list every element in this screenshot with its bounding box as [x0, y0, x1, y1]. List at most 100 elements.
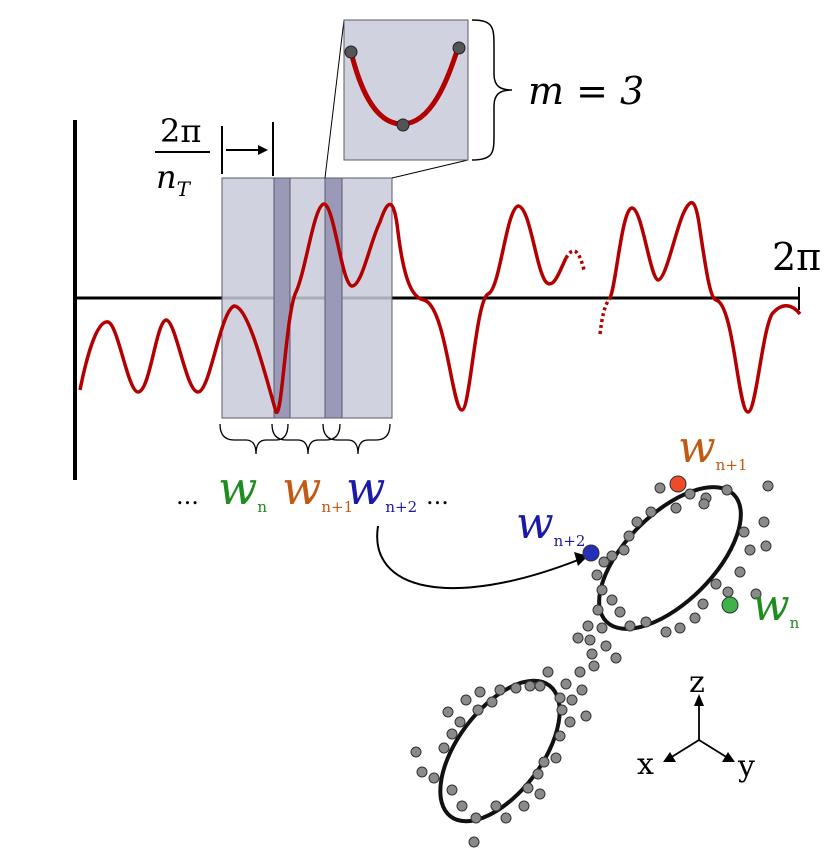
- attractor-point: [592, 604, 604, 616]
- attractor-point: [734, 566, 746, 578]
- attractor-point: [670, 502, 682, 514]
- zoom-sample-1: [344, 45, 358, 59]
- step-denominator: nT: [156, 158, 192, 201]
- point-label-w-n2: wn+2: [516, 498, 585, 550]
- attractor-point: [596, 584, 608, 596]
- signal-curve-right: [608, 201, 802, 414]
- attractor-point: [534, 788, 546, 800]
- attractor-point: [640, 616, 652, 628]
- attractor-point: [454, 716, 466, 728]
- attractor-point: [522, 782, 534, 794]
- attractor-point: [564, 716, 576, 728]
- x-axis-head: [663, 752, 676, 762]
- z-axis-head: [694, 694, 704, 706]
- attractor-point: [446, 728, 458, 740]
- x-axis-line: [669, 739, 700, 759]
- attractor-point: [660, 626, 672, 638]
- attractor-point: [416, 766, 428, 778]
- attractor-point: [500, 812, 512, 824]
- window-labels: ... wn wn+1 wn+2 ...: [176, 461, 449, 516]
- attractor-point: [554, 692, 566, 704]
- sliding-windows: [221, 177, 393, 419]
- ellipsis-left: ...: [176, 482, 199, 510]
- attractor-point: [600, 640, 612, 652]
- attractor-point: [446, 784, 458, 796]
- step-numerator: 2π: [160, 112, 201, 150]
- attractor-point: [610, 652, 622, 664]
- zoom-inset: m = 3: [324, 19, 644, 179]
- signal-curve-dotted-1: [564, 249, 586, 271]
- zoom-sample-3: [452, 41, 466, 55]
- signal-curve-dotted-2: [598, 296, 612, 335]
- time-axes: [73, 120, 800, 480]
- attractor-point: [750, 588, 762, 600]
- attractor-point: [584, 634, 596, 646]
- window-step-label: 2π nT: [155, 112, 274, 201]
- attractor-point: [472, 704, 484, 716]
- attractor-point: [410, 746, 422, 758]
- attractor-point: [606, 550, 618, 562]
- attractor-point: [518, 800, 530, 812]
- attractor-point: [468, 836, 480, 848]
- attractor-point: [618, 544, 630, 556]
- attractor-point: [580, 710, 592, 722]
- attractor-point: [550, 752, 562, 764]
- attractor-point: [588, 660, 600, 672]
- attractor-point: [532, 768, 544, 780]
- x-axis-label: x: [637, 747, 654, 782]
- attractor-point: [762, 480, 774, 492]
- zoom-brace: [471, 19, 513, 161]
- attractor-point: [738, 526, 750, 538]
- label-w-n: wn: [218, 461, 267, 516]
- attractor-point: [631, 516, 643, 528]
- attractor-point: [596, 622, 608, 634]
- attractor-point: [698, 498, 710, 510]
- point-w-n: [721, 596, 739, 614]
- attractor-point: [574, 666, 586, 678]
- signal: [78, 201, 802, 414]
- window-overlap-2: [324, 177, 343, 419]
- attractor-point: [744, 544, 756, 556]
- point-label-w-n: wn: [752, 580, 800, 632]
- attractor-point: [556, 704, 568, 716]
- embedding-dimension-label: m = 3: [528, 69, 644, 113]
- attractor-point: [760, 540, 772, 552]
- attractor-point: [721, 484, 733, 496]
- y-axis-line: [698, 739, 729, 759]
- attractor-point: [684, 488, 696, 500]
- attractor-point: [490, 800, 502, 812]
- label-w-n1: wn+1: [282, 461, 353, 516]
- attractor-point: [566, 694, 578, 706]
- zoom-sample-2: [396, 118, 410, 132]
- attractor-point: [645, 506, 657, 518]
- attractor-point: [560, 678, 572, 690]
- attractor-point: [572, 632, 584, 644]
- attractor-point: [689, 612, 701, 624]
- attractor-point: [614, 606, 626, 618]
- ellipsis-right: ...: [426, 482, 449, 510]
- attractor-point: [624, 620, 636, 632]
- mapping-arrow-curve: [376, 525, 579, 589]
- attractor-point: [582, 620, 594, 632]
- attractor-point: [722, 586, 734, 598]
- attractor-point: [697, 598, 709, 610]
- brace-window-n: [219, 423, 289, 455]
- attractor-point: [534, 680, 546, 692]
- attractor-point: [598, 556, 610, 568]
- attractor-point: [623, 530, 635, 542]
- point-w-n2: [582, 544, 600, 562]
- step-arrow-head: [258, 145, 268, 155]
- attractor-point: [542, 666, 554, 678]
- attractor-point: [538, 756, 550, 768]
- attractor-point: [474, 686, 486, 698]
- attractor-point: [486, 696, 498, 708]
- attractor-point: [524, 680, 536, 692]
- attractor-point: [456, 800, 468, 812]
- attractor-point: [494, 684, 506, 696]
- attractor-point: [460, 694, 472, 706]
- attractor-point: [654, 482, 666, 494]
- label-w-n2: wn+2: [346, 461, 417, 516]
- attractor: [410, 475, 774, 848]
- attractor-points: [410, 480, 774, 848]
